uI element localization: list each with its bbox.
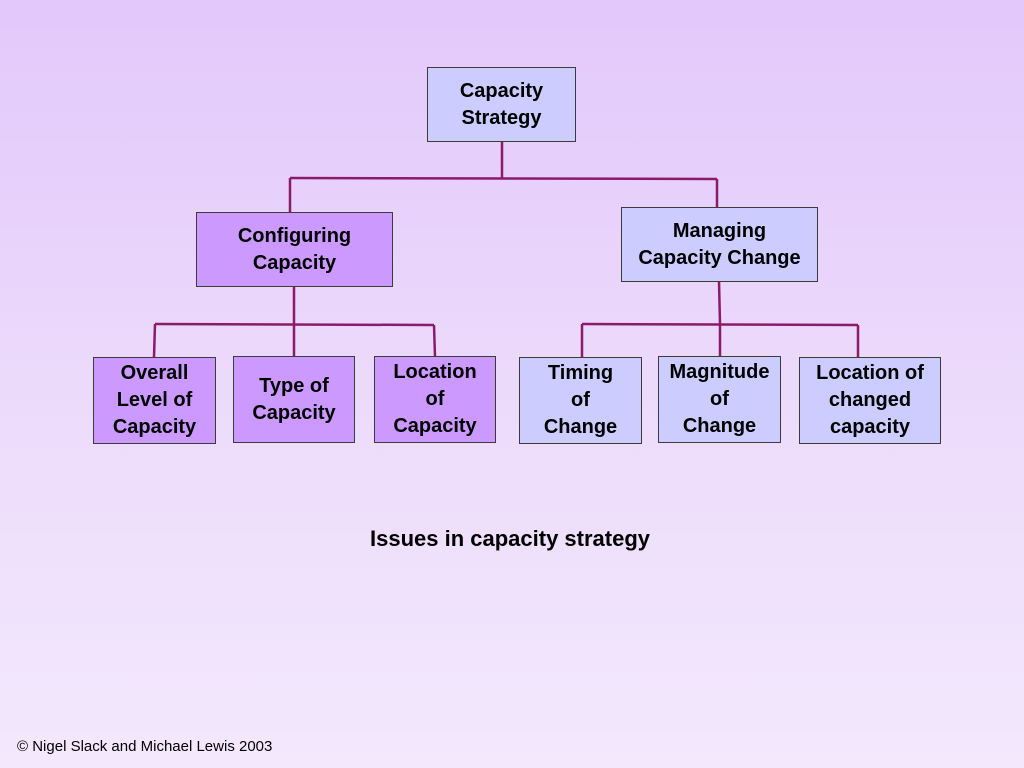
connector-managing-stem — [717, 280, 722, 325]
location-of-capacity-box: Location of Capacity — [374, 356, 496, 443]
type-of-capacity-box: Type of Capacity — [233, 356, 355, 443]
managing-capacity-change-box: Managing Capacity Change — [621, 207, 818, 282]
capacity-strategy-box: Capacity Strategy — [427, 67, 576, 142]
location-of-changed-capacity-box: Location of changed capacity — [799, 357, 941, 444]
magnitude-of-change-box: Magnitude of Change — [658, 356, 781, 443]
diagram-caption: Issues in capacity strategy — [369, 526, 651, 551]
timing-of-change-box: Timing of Change — [519, 357, 642, 444]
configuring-capacity-box: Configuring Capacity — [196, 212, 393, 287]
overall-level-of-capacity-box: Overall Level of Capacity — [93, 357, 216, 444]
copyright-notice: © Nigel Slack and Michael Lewis 2003 — [17, 738, 273, 755]
connector-level2-bar — [289, 176, 718, 181]
connector-to-overall-level — [152, 323, 157, 358]
connector-to-location — [432, 324, 437, 358]
